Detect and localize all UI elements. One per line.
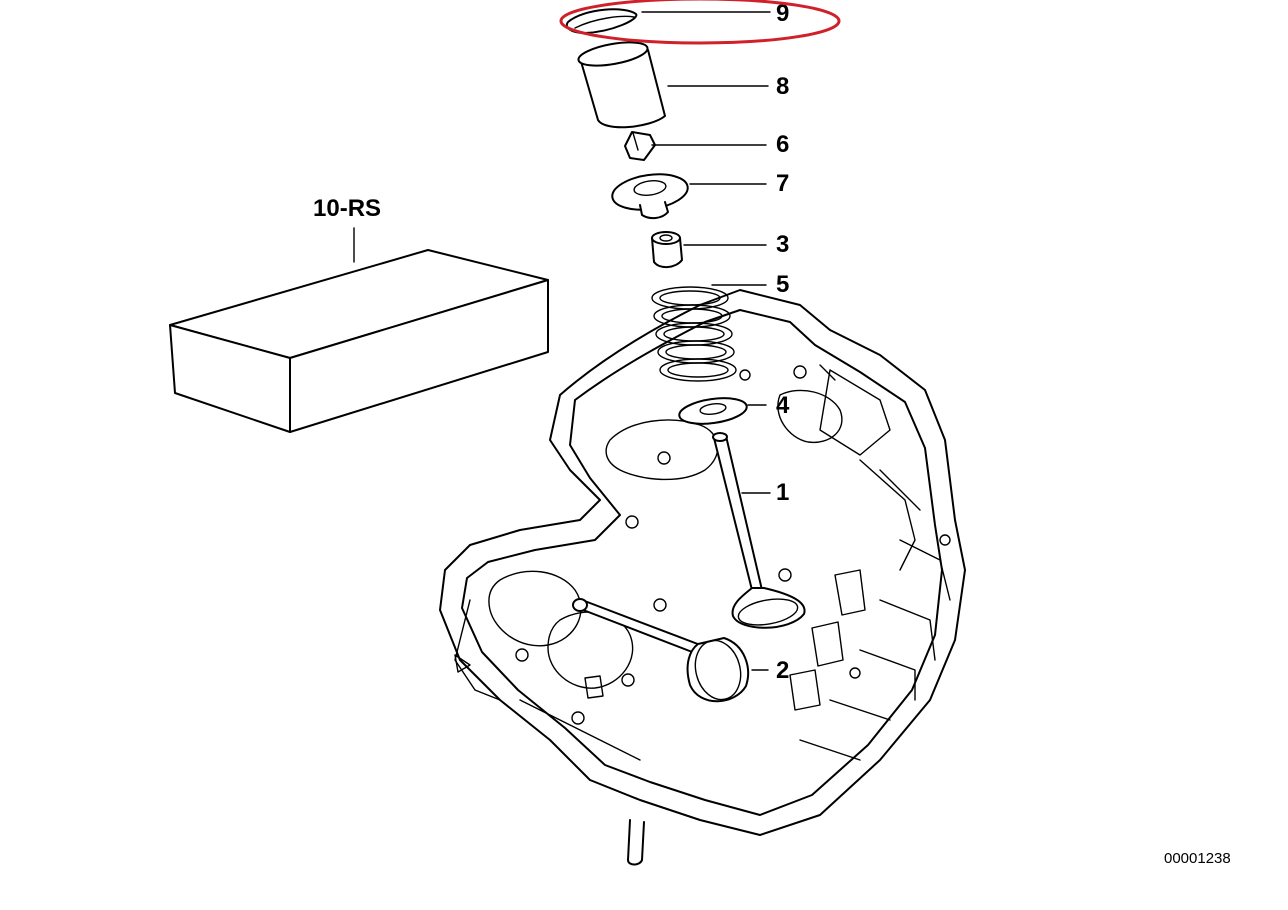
callout-6: 6 — [776, 131, 789, 158]
callout-8: 8 — [776, 73, 789, 100]
callout-5: 5 — [776, 271, 789, 298]
part-4-spring-seat — [678, 397, 748, 425]
callout-1: 1 — [776, 479, 789, 506]
part-7-spring-retainer — [611, 173, 689, 220]
cylinder-head — [439, 289, 966, 866]
diagram-reference-number: 00001238 — [1164, 850, 1231, 867]
part-6-keeper — [624, 131, 656, 161]
callout-9: 9 — [776, 0, 789, 27]
callout-10-rs: 10-RS — [313, 195, 381, 222]
part-9-ring — [565, 8, 638, 34]
highlight-ellipse — [559, 0, 841, 45]
part-8-bucket-tappet — [577, 41, 666, 129]
part-5-valve-spring — [651, 286, 737, 382]
leader-lines — [641, 11, 771, 671]
part-3-stem-seal — [651, 231, 683, 268]
callout-3: 3 — [776, 231, 789, 258]
callout-2: 2 — [776, 657, 789, 684]
callout-4: 4 — [776, 392, 790, 419]
repair-kit-box — [169, 227, 549, 433]
callout-7: 7 — [776, 170, 789, 197]
part-1-valve — [712, 432, 806, 629]
part-2-valve — [572, 598, 750, 703]
